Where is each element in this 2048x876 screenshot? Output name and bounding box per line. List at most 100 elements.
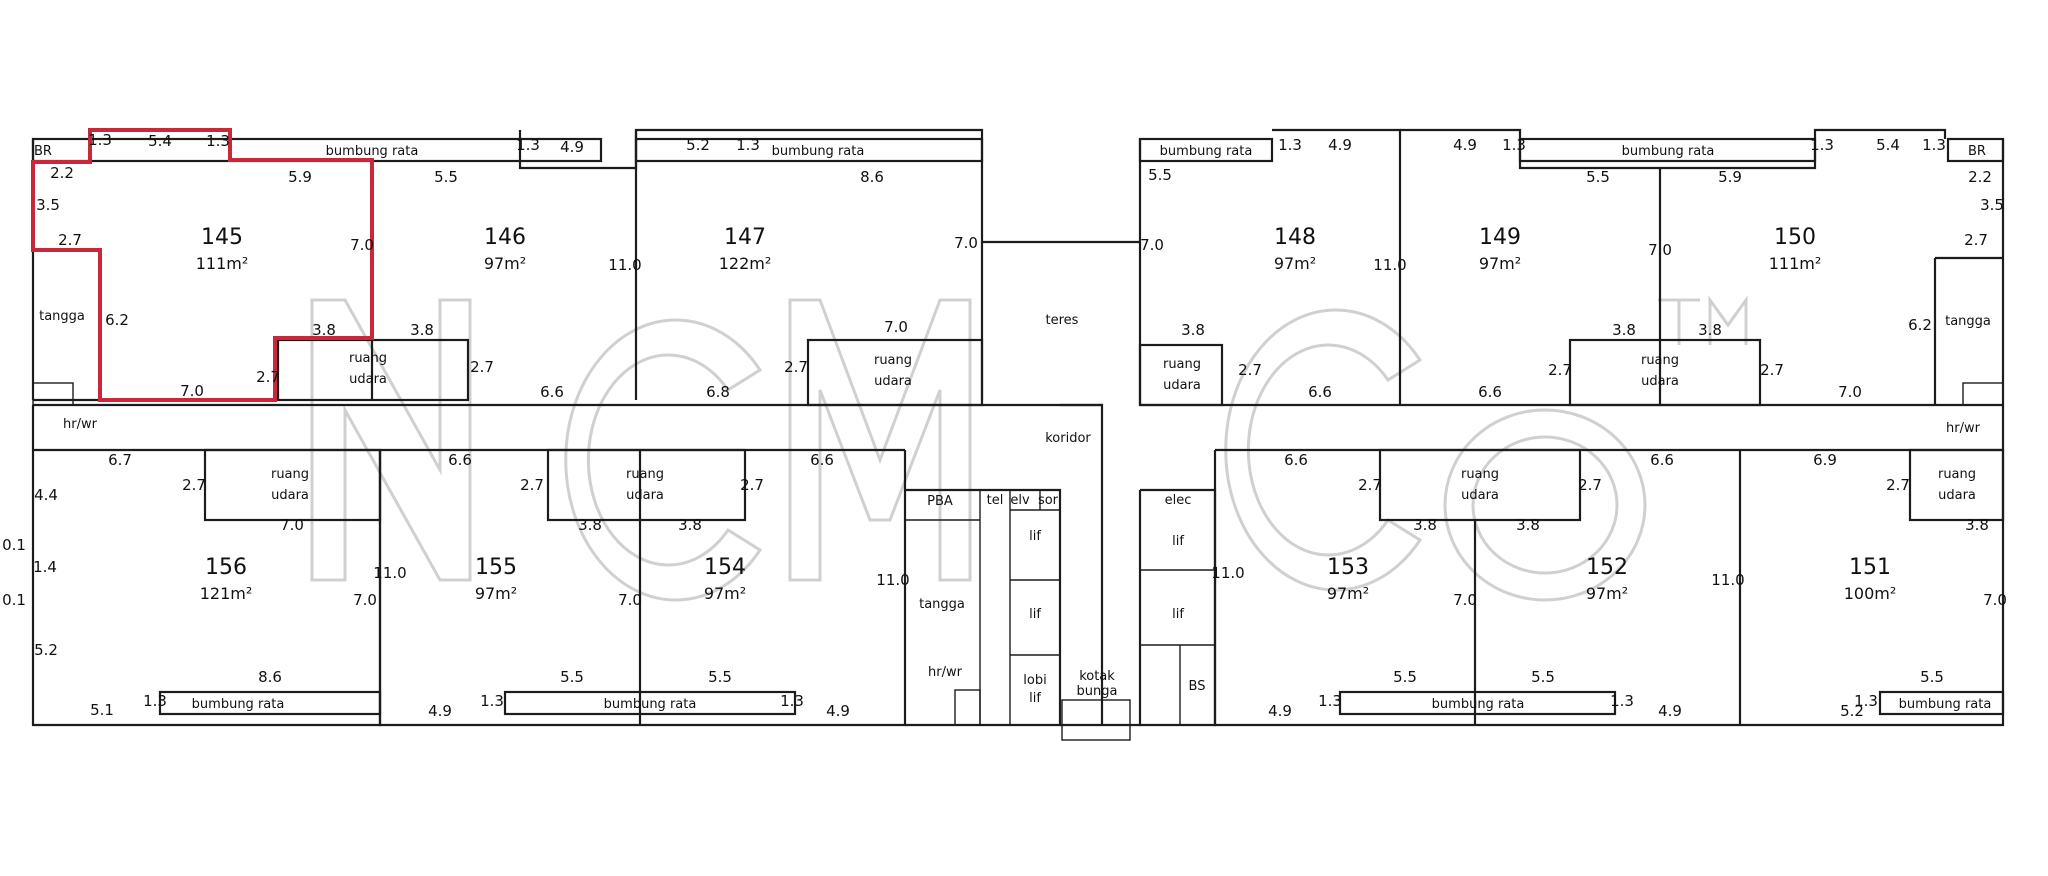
roof-label: bumbung rata — [326, 144, 419, 159]
svg-text:5.5: 5.5 — [1531, 668, 1555, 686]
stair-label: tangga — [919, 597, 965, 612]
air-well-label: ruang — [1163, 357, 1201, 372]
lift-label: lif — [1172, 607, 1184, 622]
svg-text:7.0: 7.0 — [353, 591, 377, 609]
unit-153-area: 97m² — [1327, 584, 1369, 603]
svg-text:5.5: 5.5 — [1393, 668, 1417, 686]
unit-155-number: 155 — [475, 555, 517, 580]
svg-text:11.0: 11.0 — [876, 571, 909, 589]
svg-text:6.2: 6.2 — [1908, 316, 1932, 334]
svg-text:5.2: 5.2 — [1840, 702, 1864, 720]
svg-text:6.2: 6.2 — [105, 311, 129, 329]
svg-text:2.7: 2.7 — [182, 476, 206, 494]
svg-text:3.8: 3.8 — [1181, 321, 1205, 339]
planter-label: kotak — [1079, 669, 1115, 684]
unit-154-area: 97m² — [704, 584, 746, 603]
air-well-label: udara — [874, 374, 912, 389]
air-well-label: ruang — [626, 467, 664, 482]
svg-text:6.6: 6.6 — [810, 451, 834, 469]
svg-text:5.4: 5.4 — [1876, 136, 1900, 154]
svg-text:2.7: 2.7 — [1578, 476, 1602, 494]
svg-text:2.7: 2.7 — [1358, 476, 1382, 494]
svg-text:1.3: 1.3 — [206, 132, 230, 150]
air-well-label: ruang — [1641, 353, 1679, 368]
svg-text:4.9: 4.9 — [1268, 702, 1292, 720]
svg-text:5.5: 5.5 — [560, 668, 584, 686]
svg-text:6.6: 6.6 — [448, 451, 472, 469]
svg-text:2.7: 2.7 — [784, 358, 808, 376]
unit-149-area: 97m² — [1479, 254, 1521, 273]
svg-text:5.2: 5.2 — [686, 136, 710, 154]
svg-text:4.9: 4.9 — [1453, 136, 1477, 154]
svg-text:4.9: 4.9 — [560, 138, 584, 156]
svg-text:3.8: 3.8 — [1965, 516, 1989, 534]
svg-text:5.5: 5.5 — [1148, 166, 1172, 184]
svg-text:2.7: 2.7 — [740, 476, 764, 494]
svg-text:3.8: 3.8 — [578, 516, 602, 534]
unit-149-number: 149 — [1479, 225, 1521, 250]
dimensions: 1.3 5.4 1.3 2.2 3.5 2.7 5.9 7.0 6.2 3.8 … — [2, 131, 2007, 720]
roof-label: bumbung rata — [772, 144, 865, 159]
svg-text:1.3: 1.3 — [1854, 692, 1878, 710]
svg-text:4.4: 4.4 — [34, 486, 58, 504]
svg-text:7.0: 7.0 — [1838, 383, 1862, 401]
svg-text:0.1: 0.1 — [2, 591, 26, 609]
svg-text:4.9: 4.9 — [826, 702, 850, 720]
roof-label: bumbung rata — [604, 697, 697, 712]
svg-text:1.3: 1.3 — [88, 131, 112, 149]
elec-label: elec — [1165, 493, 1192, 508]
svg-text:5.4: 5.4 — [148, 132, 172, 150]
svg-text:7.0: 7.0 — [1140, 236, 1164, 254]
svg-text:5.5: 5.5 — [1586, 168, 1610, 186]
svg-text:11.0: 11.0 — [1211, 564, 1244, 582]
svg-text:3.8: 3.8 — [312, 321, 336, 339]
roof-label: bumbung rata — [1899, 697, 1992, 712]
svg-text:7.0: 7.0 — [1648, 241, 1672, 259]
unit-146-number: 146 — [484, 225, 526, 250]
svg-text:3.5: 3.5 — [1980, 196, 2004, 214]
unit-154-number: 154 — [704, 555, 746, 580]
elv-label: elv — [1010, 493, 1030, 508]
svg-text:4.9: 4.9 — [1658, 702, 1682, 720]
air-well-label: ruang — [1461, 467, 1499, 482]
air-well-label: ruang — [271, 467, 309, 482]
svg-text:1.4: 1.4 — [33, 558, 57, 576]
left-block-walls — [31, 128, 1140, 741]
unit-152-area: 97m² — [1586, 584, 1628, 603]
svg-text:4.9: 4.9 — [428, 702, 452, 720]
lift-label: lif — [1029, 529, 1041, 544]
svg-text:2.7: 2.7 — [1964, 231, 1988, 249]
unit-153-number: 153 — [1327, 555, 1369, 580]
air-well-label: udara — [1938, 488, 1976, 503]
svg-text:5.2: 5.2 — [34, 641, 58, 659]
sor-label: sor — [1038, 493, 1059, 508]
unit-145-area: 111m² — [196, 254, 249, 273]
svg-text:7.0: 7.0 — [618, 591, 642, 609]
svg-text:6.6: 6.6 — [540, 383, 564, 401]
unit-148-number: 148 — [1274, 225, 1316, 250]
svg-text:1.3: 1.3 — [780, 692, 804, 710]
unit-145-number: 145 — [201, 225, 243, 250]
watermark — [310, 295, 1748, 602]
svg-text:7.0: 7.0 — [350, 236, 374, 254]
svg-text:4.9: 4.9 — [1328, 136, 1352, 154]
svg-text:2.2: 2.2 — [50, 164, 74, 182]
svg-text:3.8: 3.8 — [1698, 321, 1722, 339]
svg-text:3.8: 3.8 — [1516, 516, 1540, 534]
svg-text:2.7: 2.7 — [1238, 361, 1262, 379]
svg-text:7.0: 7.0 — [280, 516, 304, 534]
roof-label: bumbung rata — [1160, 144, 1253, 159]
svg-text:1.3: 1.3 — [1922, 136, 1946, 154]
air-well-label: udara — [1641, 374, 1679, 389]
svg-text:7.0: 7.0 — [884, 318, 908, 336]
svg-text:6.9: 6.9 — [1813, 451, 1837, 469]
svg-text:6.8: 6.8 — [706, 383, 730, 401]
svg-text:11.0: 11.0 — [373, 564, 406, 582]
unit-147-number: 147 — [724, 225, 766, 250]
unit-145-highlight — [31, 128, 374, 402]
air-well-label: ruang — [349, 351, 387, 366]
air-well-label: udara — [1461, 488, 1499, 503]
stair-label: tangga — [39, 309, 85, 324]
unit-151-area: 100m² — [1844, 584, 1897, 603]
